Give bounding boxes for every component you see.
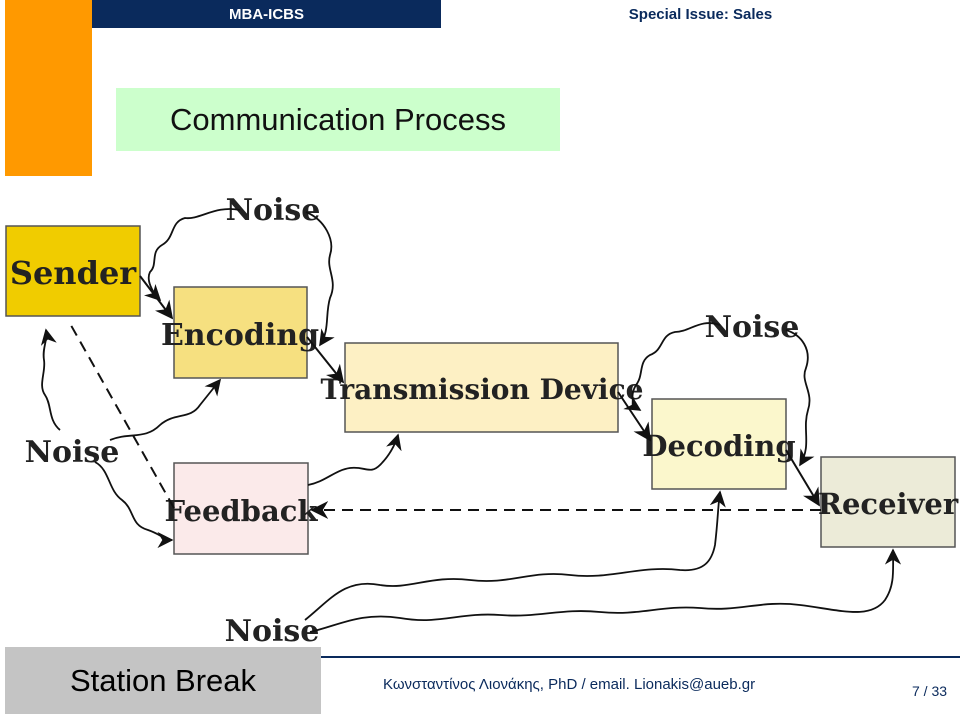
noise-path-left-up	[40, 328, 61, 431]
feedback-box	[173, 462, 309, 555]
communication-process-diagram: Sender Encoding Transmission Device Deco…	[5, 193, 959, 648]
sender-box	[5, 225, 141, 317]
noise-label-bottom: Noise	[225, 614, 320, 648]
decoding-box	[651, 398, 787, 490]
noise-label-top: Noise	[226, 193, 321, 228]
noise-label-left: Noise	[25, 435, 120, 470]
noise-path-to-transmission	[307, 433, 402, 486]
noise-path-bottom-to-decoding	[304, 490, 726, 621]
noise-path-right-left	[623, 322, 721, 411]
receiver-box	[820, 456, 956, 548]
feedback-label: Feedback	[164, 494, 318, 528]
arrow-decoding-to-receiver	[785, 449, 820, 507]
section-title: Station Break	[5, 647, 321, 714]
encoding-box	[173, 286, 308, 379]
noise-path-left-to-encoding	[109, 378, 222, 441]
noise-path-left-to-feedback	[94, 461, 174, 549]
arrow-transmission-to-decoding	[617, 391, 651, 442]
arrow-encoding-to-transmission	[306, 336, 345, 384]
noise-path-right-right	[785, 329, 815, 467]
receiver-label: Receiver	[818, 487, 959, 521]
noise-path-bottom-to-receiver	[309, 548, 902, 633]
arrow-sender-to-encoding	[139, 275, 174, 320]
decoding-label: Decoding	[642, 429, 795, 463]
footer-divider	[321, 656, 960, 658]
slide-title: Communication Process	[170, 101, 506, 137]
footer-author: Κωνσταντίνος Λιονάκης, PhD / email. Lion…	[383, 676, 756, 693]
slide-title-box: Communication Process	[116, 88, 560, 151]
header-left-title: MBA-ICBS	[92, 0, 441, 28]
sender-label: Sender	[10, 254, 137, 292]
page-number: 7 / 33	[912, 683, 948, 699]
noise-path-top-right	[305, 211, 335, 347]
orange-accent-block	[5, 0, 92, 176]
transmission-device-box	[344, 342, 619, 433]
noise-label-right: Noise	[705, 310, 800, 345]
noise-path-top-left	[143, 208, 241, 302]
dashed-feedback-to-sender	[67, 319, 175, 509]
transmission-device-label: Transmission Device	[321, 373, 644, 406]
header-right-title: Special Issue: Sales	[441, 0, 960, 28]
encoding-label: Encoding	[161, 318, 319, 353]
